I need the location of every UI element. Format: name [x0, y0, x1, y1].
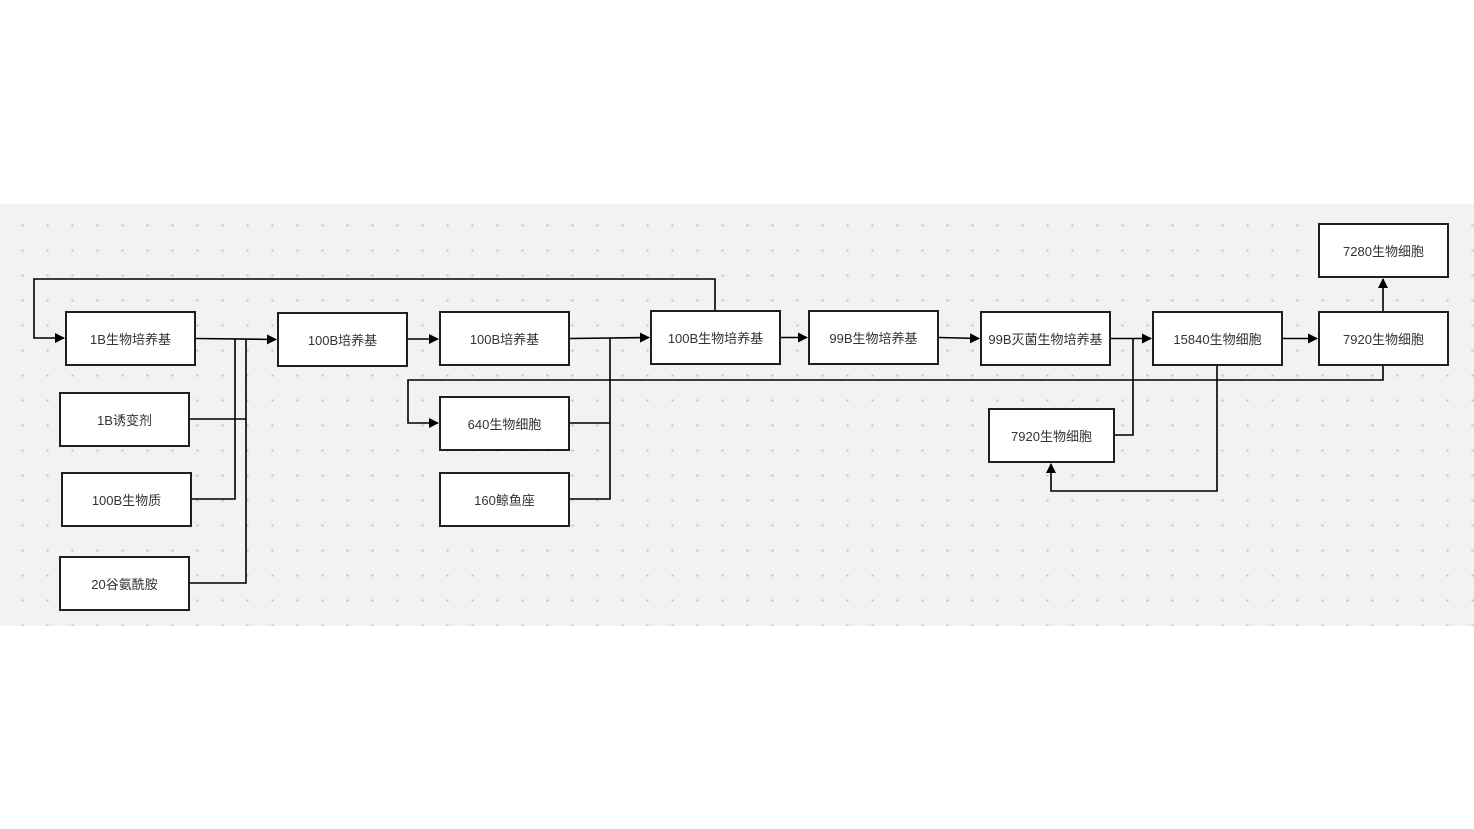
node-100b-base-medium-1[interactable]: 100B培养基 [277, 312, 408, 367]
node-label: 100B生物质 [91, 493, 162, 508]
node-7920-bio-cells-branch[interactable]: 7920生物细胞 [988, 408, 1115, 463]
node-7280-bio-cells[interactable]: 7280生物细胞 [1318, 223, 1449, 278]
node-label: 7920生物细胞 [1011, 429, 1092, 444]
node-1b-bio-medium[interactable]: 1B生物培养基 [65, 311, 196, 366]
node-160-cetus[interactable]: 160鲸鱼座 [439, 472, 570, 527]
node-15840-bio-cells[interactable]: 15840生物细胞 [1152, 311, 1283, 366]
canvas-background [0, 204, 1474, 626]
node-label: 7920生物细胞 [1343, 332, 1424, 347]
node-100b-bio-medium[interactable]: 100B生物培养基 [650, 310, 781, 365]
node-label: 7280生物细胞 [1343, 244, 1424, 259]
node-label: 99B生物培养基 [829, 331, 918, 346]
node-label: 99B灭菌生物培养基 [988, 332, 1103, 347]
node-label: 1B诱变剂 [97, 413, 152, 428]
node-99b-sterile-bio-medium[interactable]: 99B灭菌生物培养基 [980, 311, 1111, 366]
node-label: 20谷氨酰胺 [91, 577, 158, 592]
node-label: 100B培养基 [469, 332, 540, 347]
node-99b-bio-medium[interactable]: 99B生物培养基 [808, 310, 939, 365]
node-label: 15840生物细胞 [1173, 332, 1262, 347]
node-640-bio-cells[interactable]: 640生物细胞 [439, 396, 570, 451]
node-20-glutamine[interactable]: 20谷氨酰胺 [59, 556, 190, 611]
node-label: 640生物细胞 [467, 417, 542, 432]
node-100b-base-medium-2[interactable]: 100B培养基 [439, 311, 570, 366]
node-label: 100B生物培养基 [667, 331, 764, 346]
node-1b-mutagen[interactable]: 1B诱变剂 [59, 392, 190, 447]
node-label: 160鲸鱼座 [474, 493, 535, 508]
node-label: 1B生物培养基 [90, 332, 171, 347]
node-label: 100B培养基 [307, 333, 378, 348]
node-100b-biomass[interactable]: 100B生物质 [61, 472, 192, 527]
node-7920-bio-cells-main[interactable]: 7920生物细胞 [1318, 311, 1449, 366]
